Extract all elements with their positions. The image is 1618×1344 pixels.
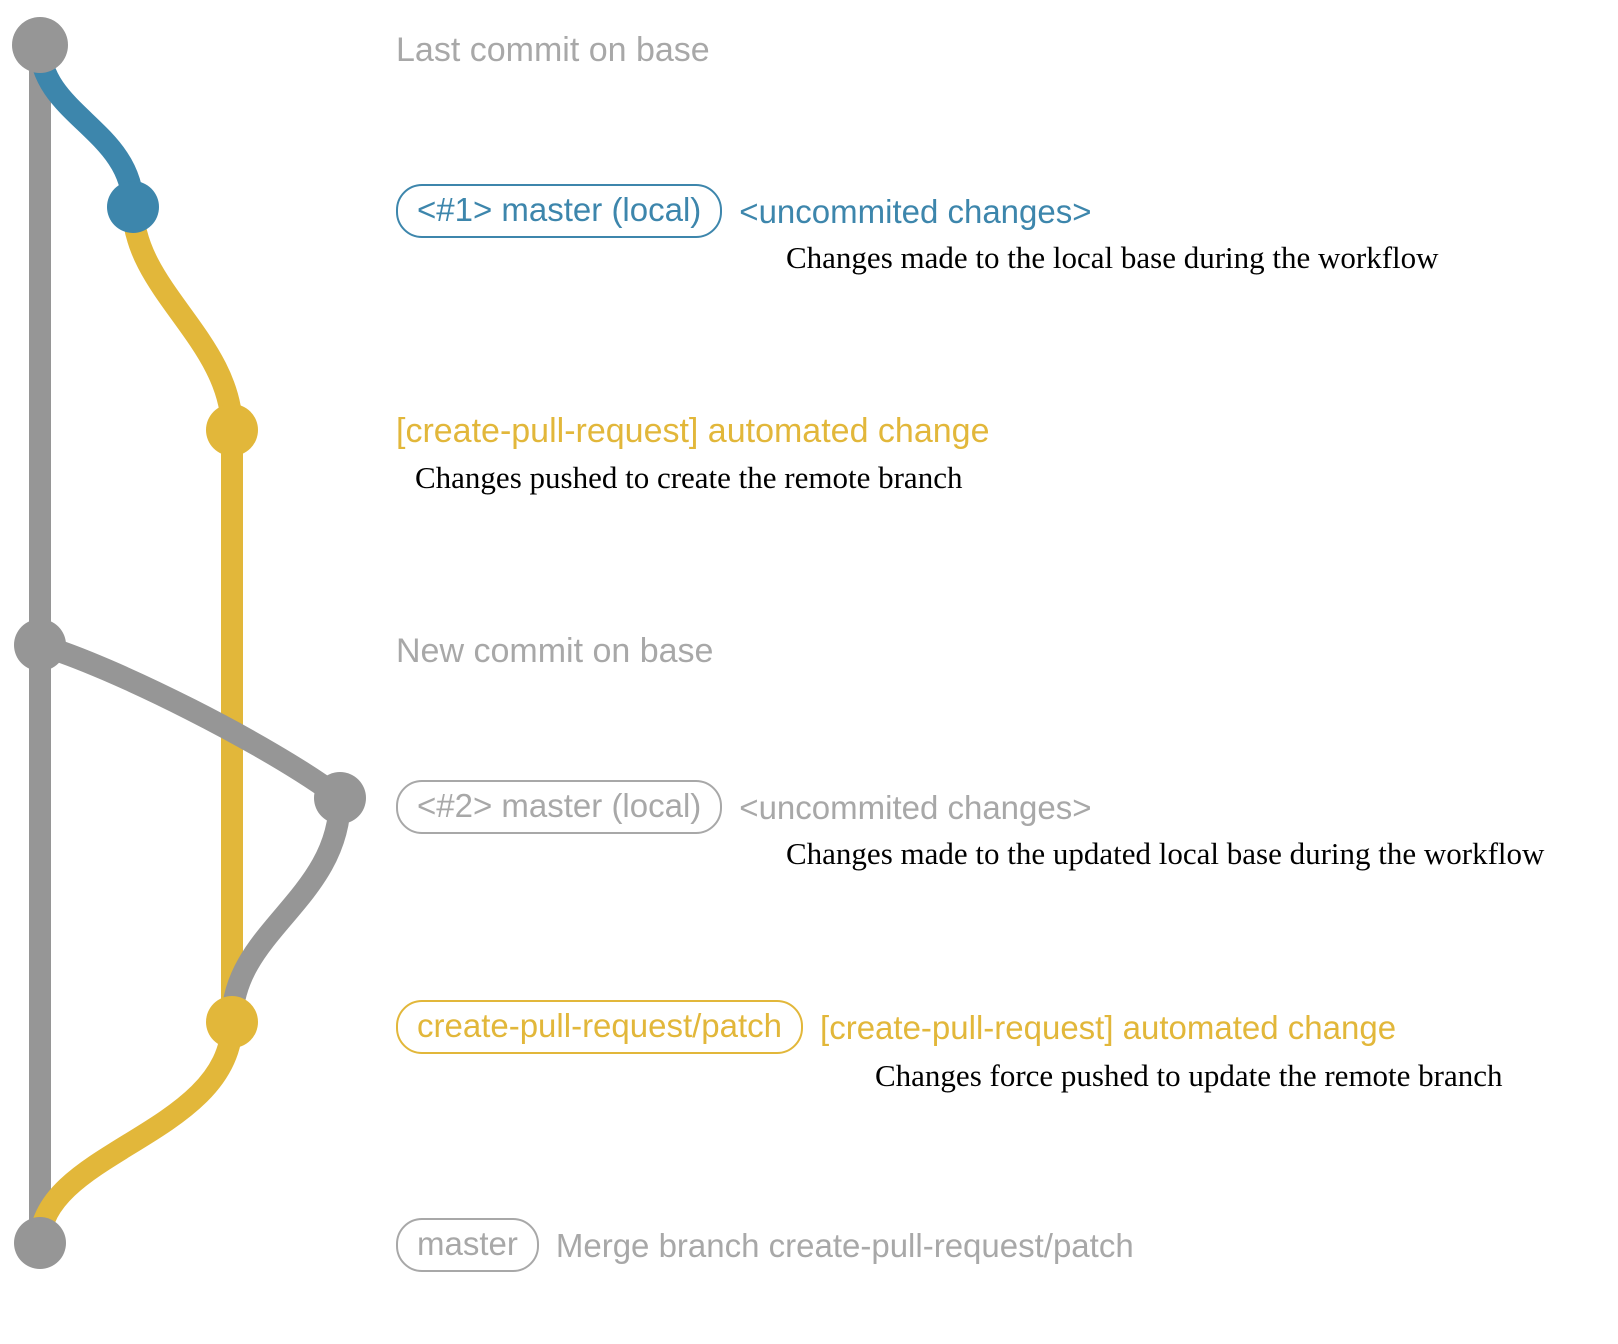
entry-create-pull-request-patch: create-pull-request/patch [create-pull-r… (396, 1000, 1396, 1054)
badge-create-pull-request-patch[interactable]: create-pull-request/patch (396, 1000, 804, 1054)
yellow-branch-line-upper (122, 196, 243, 441)
git-graph-svg (12, 17, 366, 1269)
commit-node-local-master-2 (314, 772, 366, 824)
yellow-merge-line (29, 1011, 243, 1254)
commit-node-patch-update (206, 996, 258, 1048)
label-new-commit-on-base: New commit on base (396, 632, 714, 670)
badge-line-local-master-2: <#2> master (local) <uncommited changes> (396, 780, 1092, 834)
entry-automated-change-1: [create-pull-request] automated change (396, 414, 989, 448)
entry-local-master-2: <#2> master (local) <uncommited changes> (396, 780, 1092, 834)
entry-local-master-1: <#1> master (local) <uncommited changes> (396, 184, 1092, 238)
caption-local-master-2: <uncommited changes> (739, 788, 1092, 826)
entry-master-merge: master Merge branch create-pull-request/… (396, 1218, 1134, 1272)
badge-line-local-master-1: <#1> master (local) <uncommited changes> (396, 184, 1092, 238)
label-automated-change-1: [create-pull-request] automated change (396, 412, 990, 450)
description-local-master-1: Changes made to the local base during th… (786, 240, 1439, 275)
badge-line-create-pull-request-patch: create-pull-request/patch [create-pull-r… (396, 1000, 1396, 1054)
badge-line-master-merge: master Merge branch create-pull-request/… (396, 1218, 1134, 1272)
badge-local-master-1[interactable]: <#1> master (local) (396, 184, 723, 238)
badge-local-master-2[interactable]: <#2> master (local) (396, 780, 723, 834)
description-create-pull-request-patch: Changes force pushed to update the remot… (875, 1058, 1503, 1093)
gray-branch-line-to-local2 (29, 634, 351, 809)
badge-master-merge[interactable]: master (396, 1218, 539, 1272)
description-local-master-2: Changes made to the updated local base d… (786, 836, 1545, 871)
description-automated-change-1: Changes pushed to create the remote bran… (415, 460, 963, 495)
entry-new-commit-on-base: New commit on base (396, 634, 713, 668)
gray-branch-line-to-patch (221, 787, 351, 1033)
commit-node-master-merge (14, 1217, 66, 1269)
entry-last-commit-on-base: Last commit on base (396, 33, 710, 67)
commit-node-automated-change-1 (206, 404, 258, 456)
commit-nodes (12, 17, 366, 1269)
commit-node-last-commit-on-base (12, 17, 68, 73)
label-last-commit-on-base: Last commit on base (396, 31, 710, 69)
caption-local-master-1: <uncommited changes> (739, 192, 1092, 230)
blue-branch-line (29, 34, 144, 218)
commit-node-new-commit-on-base (14, 619, 66, 671)
commit-node-local-master-1 (107, 181, 159, 233)
caption-create-pull-request-patch: [create-pull-request] automated change (820, 1008, 1397, 1046)
caption-master-merge: Merge branch create-pull-request/patch (555, 1226, 1134, 1264)
